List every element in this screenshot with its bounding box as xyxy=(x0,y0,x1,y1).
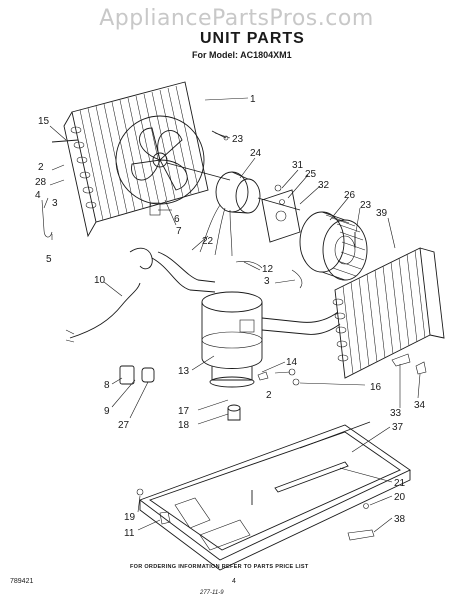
callout-27: 27 xyxy=(118,420,130,431)
callout-38: 38 xyxy=(394,514,406,525)
callout-13: 13 xyxy=(178,366,190,377)
fan-motor xyxy=(166,162,301,257)
callout-10: 10 xyxy=(94,275,106,286)
callout-24: 24 xyxy=(250,148,262,159)
base-pan xyxy=(139,424,411,571)
callout-11: 11 xyxy=(124,528,135,539)
compressor xyxy=(201,291,263,388)
ordering-note: FOR ORDERING INFORMATION REFER TO PARTS … xyxy=(130,564,309,570)
callout-8: 8 xyxy=(104,380,110,391)
blower-wheel xyxy=(299,211,368,281)
callout-14: 14 xyxy=(286,357,298,368)
watermark: AppliancePartsPros.com xyxy=(99,6,374,31)
callout-5: 5 xyxy=(46,254,52,265)
hardware-screws xyxy=(41,130,427,541)
callout-12: 12 xyxy=(262,264,274,275)
callout-23: 23 xyxy=(232,134,244,145)
evaporator-coil xyxy=(332,247,445,379)
callout-23-right: 23 xyxy=(360,200,372,211)
callout-21: 21 xyxy=(394,478,406,489)
callout-4: 4 xyxy=(35,190,41,201)
callout-28: 28 xyxy=(35,177,47,188)
callout-2-bottom: 2 xyxy=(266,390,272,401)
callout-numbers: 1 15 23 24 31 25 32 26 23 39 2 28 3 4 6 … xyxy=(35,94,426,539)
page-number: 4 xyxy=(232,578,236,585)
callout-39: 39 xyxy=(376,208,388,219)
callout-16: 16 xyxy=(370,382,382,393)
condenser-coil xyxy=(63,81,209,238)
revision-stamp: 277-11-9 xyxy=(200,590,224,596)
callout-17: 17 xyxy=(178,406,190,417)
power-cord xyxy=(65,282,141,343)
callout-37: 37 xyxy=(392,422,404,433)
document-number: 789421 xyxy=(10,578,34,585)
callout-34: 34 xyxy=(414,400,426,411)
callout-1: 1 xyxy=(250,94,256,105)
callout-26: 26 xyxy=(344,190,356,201)
overload-protector xyxy=(119,365,155,385)
callout-2-top: 2 xyxy=(38,162,44,173)
callout-31: 31 xyxy=(292,160,304,171)
callout-3-top: 3 xyxy=(52,198,58,209)
refrigerant-tubing xyxy=(129,247,341,335)
callout-6: 6 xyxy=(174,214,180,225)
callout-19: 19 xyxy=(124,512,136,523)
base-rail xyxy=(274,421,371,493)
callout-18: 18 xyxy=(178,420,190,431)
callout-33: 33 xyxy=(390,408,402,419)
leader-lines xyxy=(43,97,421,533)
mounting-grommet xyxy=(227,404,241,421)
callout-9: 9 xyxy=(104,406,110,417)
model-subtitle: For Model: AC1804XM1 xyxy=(192,50,292,60)
page-title: UNIT PARTS xyxy=(200,30,305,47)
callout-3-mid: 3 xyxy=(264,276,270,287)
callout-22: 22 xyxy=(202,236,214,247)
callout-25: 25 xyxy=(305,169,317,180)
callout-32: 32 xyxy=(318,180,330,191)
callout-20: 20 xyxy=(394,492,406,503)
callout-15: 15 xyxy=(38,116,50,127)
callout-7: 7 xyxy=(176,226,182,237)
motor-mount xyxy=(261,189,301,243)
